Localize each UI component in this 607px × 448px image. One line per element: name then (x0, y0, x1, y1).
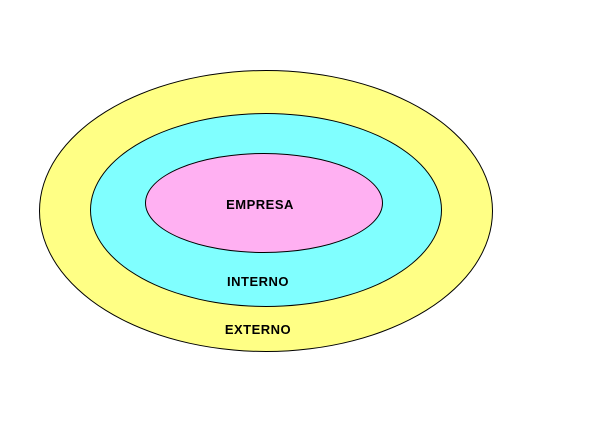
empresa-ellipse (145, 153, 383, 253)
externo-label: EXTERNO (224, 322, 292, 337)
interno-label: INTERNO (227, 274, 289, 289)
empresa-label: EMPRESA (226, 197, 294, 212)
